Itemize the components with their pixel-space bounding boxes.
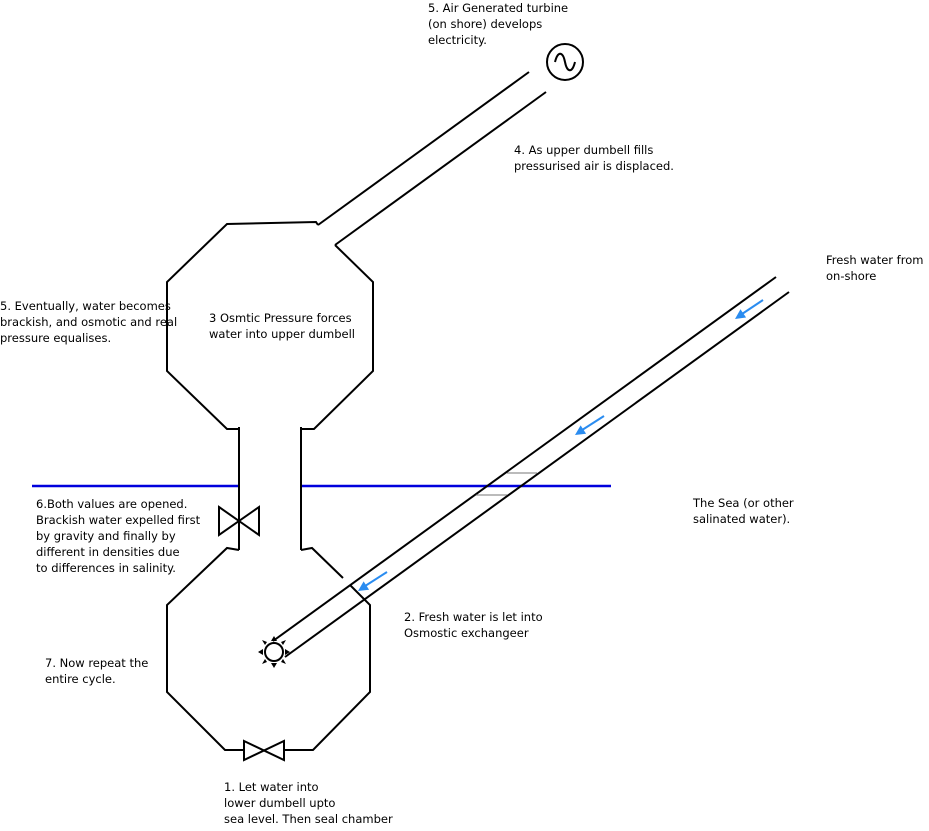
label-fresh-water: Fresh water from on-shore — [826, 253, 924, 283]
bottom-valve-icon — [243, 739, 285, 762]
neck-valve-icon — [218, 505, 260, 537]
flow-arrow-head-icon — [735, 309, 747, 319]
lower-dumbbell-chamber — [166, 546, 371, 751]
label-repeat-cycle: 7. Now repeat the entire cycle. — [45, 656, 149, 686]
osmotic-exchanger-icon — [258, 636, 290, 668]
fresh-water-pipe-upper-wall — [272, 276, 777, 642]
flow-arrow-head-icon — [358, 581, 370, 591]
fresh-water-pipe-lower-wall — [284, 291, 790, 658]
label-osmotic-pressure: 3 Osmtic Pressure forces water into uppe… — [209, 311, 356, 341]
membrane-section — [476, 472, 537, 496]
upper-dumbbell-chamber — [166, 220, 374, 430]
label-sea: The Sea (or other salinated water). — [693, 496, 794, 526]
label-turbine: 5. Air Generated turbine (on shore) deve… — [428, 1, 569, 47]
air-pipe-upper-wall — [317, 71, 530, 226]
flow-arrow-head-icon — [575, 425, 587, 435]
label-fresh-water-let-in: 2. Fresh water is let into Osmostic exch… — [404, 610, 543, 640]
flow-arrows — [358, 299, 764, 591]
label-fill-lower: 1. Let water into lower dumbell upto sea… — [224, 780, 393, 826]
label-air-displaced: 4. As upper dumbell fills pressurised ai… — [514, 143, 674, 173]
air-pipe-lower-wall — [334, 91, 547, 246]
label-valves-opened: 6.Both values are opened. Brackish water… — [36, 497, 201, 575]
ac-generator-icon — [546, 43, 584, 81]
label-brackish: 5. Eventually, water becomes brackish, a… — [0, 299, 178, 345]
